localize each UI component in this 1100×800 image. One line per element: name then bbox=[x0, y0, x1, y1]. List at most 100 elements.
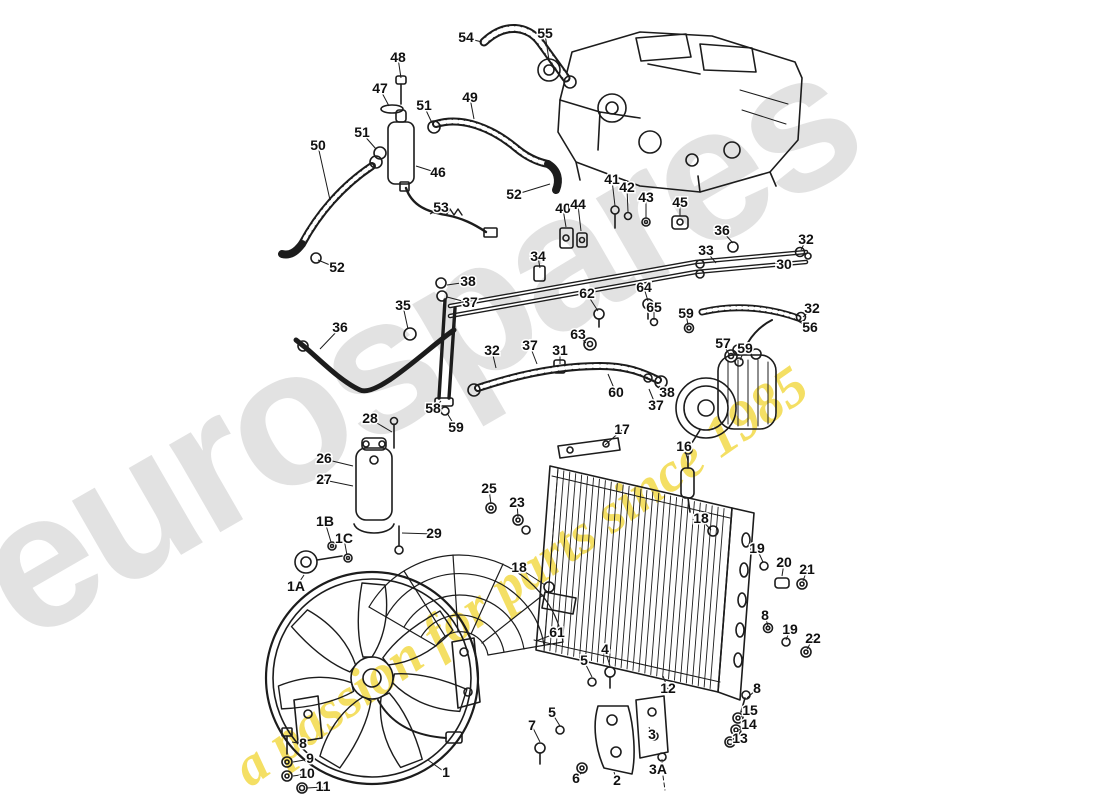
leader-line bbox=[323, 479, 354, 487]
fan-bracket bbox=[451, 637, 481, 709]
leader-line bbox=[583, 660, 593, 678]
part-label-1A: 1A bbox=[287, 578, 305, 594]
leader-line bbox=[292, 773, 308, 777]
leader-line bbox=[657, 762, 663, 771]
leader-line bbox=[746, 688, 758, 699]
pipes-58 bbox=[434, 277, 457, 416]
part-label-13: 13 bbox=[732, 730, 748, 746]
hose-60 bbox=[467, 362, 668, 397]
part-label-33: 33 bbox=[698, 242, 714, 258]
part-label-35: 35 bbox=[395, 297, 411, 313]
part-label-44: 44 bbox=[570, 196, 586, 212]
leader-line bbox=[446, 281, 469, 286]
part-label-19: 19 bbox=[782, 621, 798, 637]
part-label-65: 65 bbox=[646, 299, 662, 315]
leader-line bbox=[295, 574, 305, 588]
leader-line bbox=[446, 412, 457, 429]
leader-line bbox=[740, 710, 751, 718]
part-label-52: 52 bbox=[506, 186, 522, 202]
hose-50 bbox=[278, 146, 387, 264]
part-label-7: 7 bbox=[528, 717, 536, 733]
part-label-1B: 1B bbox=[316, 513, 334, 529]
part-label-58: 58 bbox=[425, 400, 441, 416]
part-label-27: 27 bbox=[316, 471, 332, 487]
part-label-52: 52 bbox=[329, 259, 345, 275]
part-label-45: 45 bbox=[672, 194, 688, 210]
part-label-48: 48 bbox=[390, 49, 406, 65]
hose-56 bbox=[698, 304, 807, 367]
cooling-fan bbox=[264, 570, 480, 786]
leader-line bbox=[611, 179, 616, 207]
leader-line bbox=[317, 259, 338, 269]
leader-line bbox=[488, 488, 492, 505]
part-label-22: 22 bbox=[805, 630, 821, 646]
fan-guard-61 bbox=[368, 554, 564, 656]
leader-line bbox=[658, 385, 668, 394]
part-label-5: 5 bbox=[580, 652, 588, 668]
leader-line bbox=[604, 429, 623, 446]
part-label-59: 59 bbox=[737, 340, 753, 356]
leader-line bbox=[806, 638, 814, 650]
leader-line bbox=[306, 786, 324, 789]
hardware-stack-left bbox=[281, 695, 323, 794]
fittings-right bbox=[759, 561, 812, 658]
part-label-62: 62 bbox=[579, 285, 595, 301]
leader-line bbox=[607, 373, 617, 394]
leader-line bbox=[613, 771, 618, 782]
leader-line bbox=[423, 105, 433, 124]
leader-line bbox=[379, 88, 390, 107]
leader-line bbox=[781, 562, 785, 577]
part-label-38: 38 bbox=[659, 384, 675, 400]
leader-line bbox=[432, 400, 442, 410]
leader-line bbox=[586, 293, 599, 312]
part-label-28: 28 bbox=[362, 410, 378, 426]
leader-line bbox=[291, 741, 304, 745]
part-label-14: 14 bbox=[741, 716, 757, 732]
leader-line bbox=[756, 548, 764, 563]
refrigerant-pipes bbox=[447, 241, 812, 374]
leader-line bbox=[562, 208, 567, 228]
leader-line bbox=[604, 649, 611, 667]
leader-line bbox=[415, 165, 439, 174]
leader-line bbox=[529, 345, 538, 365]
part-label-51: 51 bbox=[354, 124, 370, 140]
part-label-1: 1 bbox=[442, 764, 450, 780]
leader-line bbox=[535, 632, 558, 642]
small-parts-62-65 bbox=[583, 298, 695, 351]
leader-line bbox=[518, 567, 546, 586]
leader-line bbox=[446, 296, 471, 304]
leader-line bbox=[491, 350, 497, 369]
leader-line bbox=[739, 348, 746, 361]
part-label-20: 20 bbox=[776, 554, 792, 570]
part-label-15: 15 bbox=[742, 702, 758, 718]
compressor bbox=[675, 344, 777, 455]
part-label-59: 59 bbox=[448, 419, 464, 435]
leader-line bbox=[513, 183, 551, 196]
leader-line bbox=[764, 615, 769, 627]
leader-line bbox=[429, 207, 442, 215]
leader-line bbox=[775, 261, 785, 266]
leader-line bbox=[721, 230, 734, 244]
leader-line bbox=[732, 738, 741, 744]
leader-line bbox=[544, 33, 550, 61]
part-label-61: 61 bbox=[549, 624, 565, 640]
leader-line bbox=[577, 334, 587, 344]
leader-line bbox=[648, 726, 653, 736]
part-label-47: 47 bbox=[372, 80, 388, 96]
mount-1a bbox=[294, 541, 353, 574]
leader-line bbox=[738, 724, 750, 731]
leader-line bbox=[705, 250, 717, 264]
wiring-harness-53 bbox=[399, 181, 498, 238]
leader-line bbox=[397, 57, 402, 79]
part-label-55: 55 bbox=[537, 25, 553, 41]
part-label-32: 32 bbox=[798, 231, 814, 247]
part-label-53: 53 bbox=[433, 199, 449, 215]
part-label-56: 56 bbox=[802, 319, 818, 335]
leader-line bbox=[369, 418, 393, 433]
leader-line bbox=[469, 97, 475, 120]
part-label-32: 32 bbox=[804, 300, 820, 316]
leader-line bbox=[531, 725, 541, 743]
